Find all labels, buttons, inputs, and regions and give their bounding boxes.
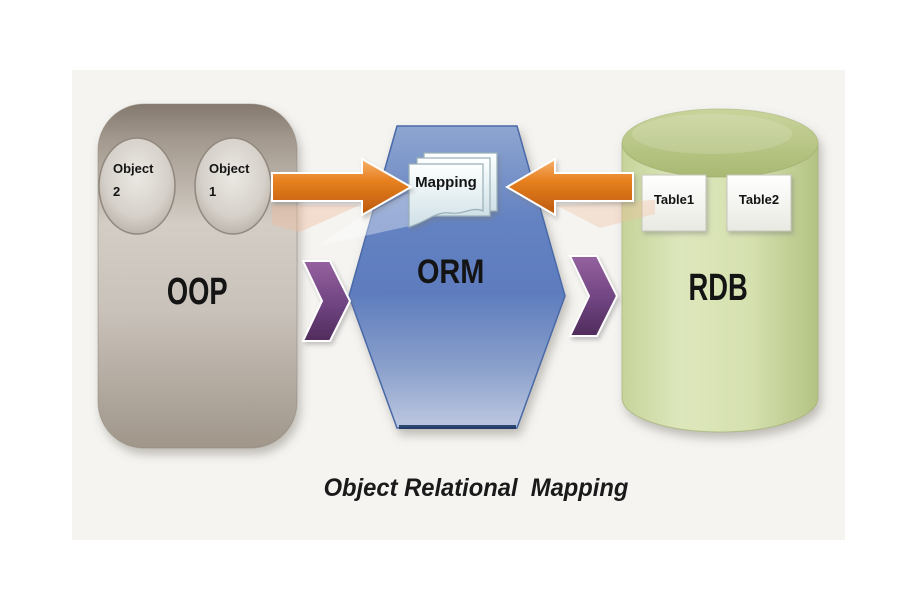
arrow-reflection [556,200,655,228]
table-2-box [726,174,792,232]
object-1-label: Object 1 [209,161,250,199]
arrow-reflection [272,205,360,232]
oop-label: OOP [166,271,228,313]
document-stack-icon [408,152,498,228]
mapping-label: Mapping [415,174,477,191]
table-2-label: Table2 [738,192,780,207]
diagram-caption: Object Relational Mapping [323,474,629,502]
object-2-label: Object 2 [113,161,154,199]
object-2-ellipse [98,137,176,235]
orm-label: ORM [417,253,485,291]
rdb-label: RDB [688,267,748,309]
table-1-box [641,174,707,232]
rdb-to-orm-left-arrow-icon [505,157,634,217]
oop-to-orm-right-arrow-icon [271,157,414,217]
orm-hexagon-shape [348,125,566,429]
page-icon [408,163,484,228]
oop-orm-chevron-right-icon [301,260,352,342]
stack-light-beam [318,192,410,246]
table-1-label: Table1 [653,192,695,207]
orm-rdb-chevron-right-icon [568,255,619,337]
